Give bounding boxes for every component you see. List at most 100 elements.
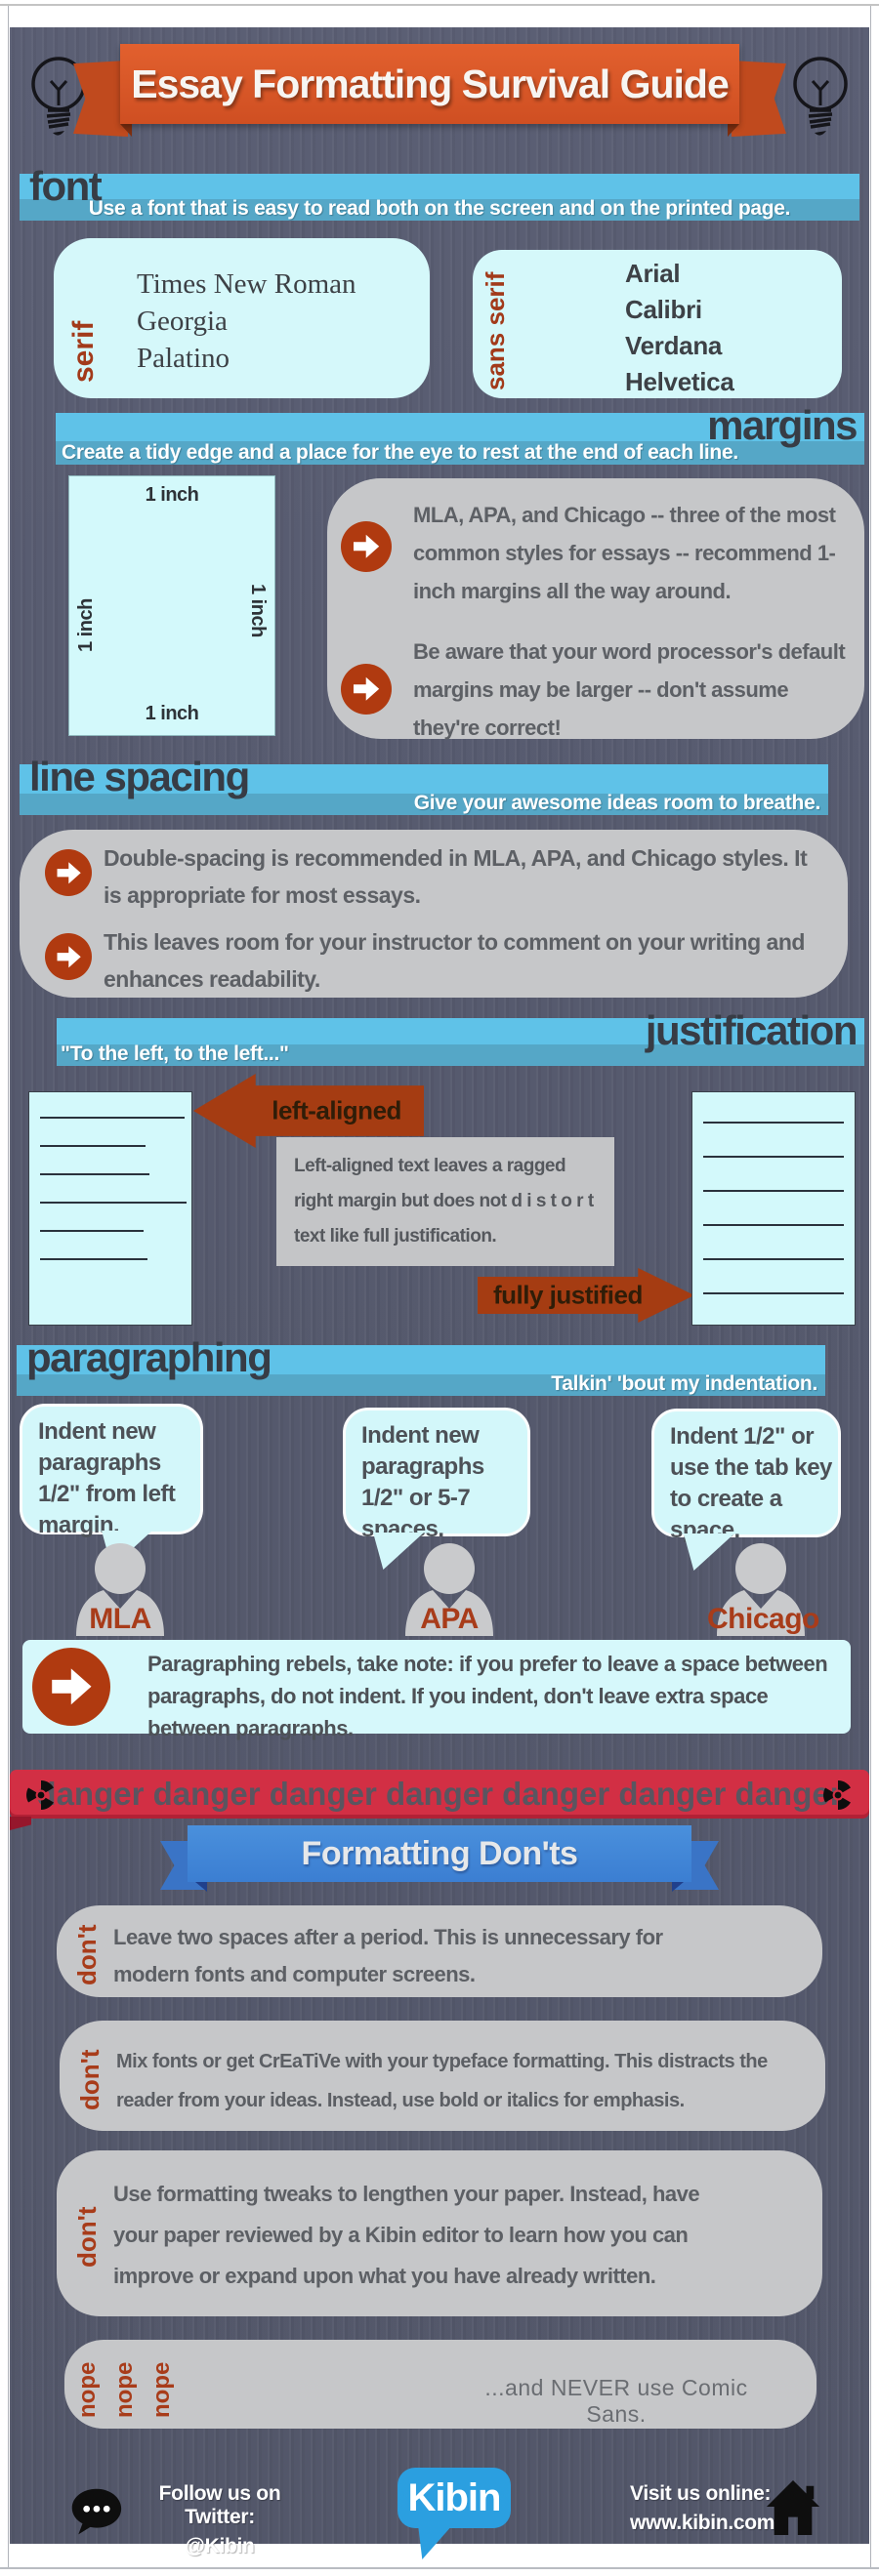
line-spacing-subtitle: Give your awesome ideas room to breathe.	[413, 792, 821, 814]
sans-font: Arial	[625, 259, 681, 288]
donts-heading: Formatting Don'ts	[301, 1834, 578, 1872]
dont-label: don't	[72, 1924, 102, 1986]
chat-bubble-icon	[68, 2485, 123, 2540]
chicago-tip: Indent 1/2" or use the tab key to create…	[670, 1423, 832, 1543]
sans-serif-font-list: Arial Calibri Verdana Helvetica	[625, 256, 734, 400]
serif-font: Times New Roman	[137, 268, 356, 300]
title-ribbon: Essay Formatting Survival Guide	[120, 44, 739, 124]
fully-justified-page-mock	[691, 1091, 856, 1326]
speech-bubble-chicago: Indent 1/2" or use the tab key to create…	[651, 1409, 841, 1543]
twitter-handle[interactable]: @Kibin	[185, 2535, 255, 2557]
sans-font: Calibri	[625, 295, 702, 324]
nope-label: nope	[111, 2361, 138, 2418]
nope-label: nope	[148, 2361, 175, 2418]
donts-ribbon-shadow	[195, 1882, 207, 1892]
style-label-mla: MLA	[89, 1603, 151, 1635]
paragraphing-note-box: Paragraphing rebels, take note: if you p…	[22, 1640, 851, 1740]
dont-item-bubble: don't Leave two spaces after a period. T…	[57, 1905, 822, 1997]
person-icon	[707, 1542, 815, 1636]
visit-label: Visit us online:	[630, 2482, 772, 2505]
house-icon	[765, 2477, 821, 2538]
serif-fonts-box: serif Times New Roman Georgia Palatino	[54, 238, 430, 398]
line-spacing-tip: This leaves room for your instructor to …	[104, 929, 805, 992]
line-spacing-section-header: line spacing Give your awesome ideas roo…	[20, 756, 828, 815]
danger-text: danger danger danger danger danger dange…	[36, 1776, 843, 1812]
margin-top-label: 1 inch	[145, 484, 199, 506]
line-spacing-heading: line spacing	[29, 754, 250, 799]
frame-bottom-line	[0, 2567, 879, 2569]
line-spacing-bubble: Double-spacing is recommended in MLA, AP…	[20, 830, 848, 998]
justification-note: Left-aligned text leaves a ragged right …	[294, 1156, 594, 1247]
dont-text: Use formatting tweaks to lengthen your p…	[113, 2182, 700, 2288]
frame-left-line	[8, 6, 9, 2567]
sans-serif-label: sans serif	[481, 271, 510, 390]
margin-left-label: 1 inch	[75, 598, 97, 652]
margins-heading: margins	[707, 402, 858, 448]
arrow-circle-icon	[45, 933, 92, 980]
margins-tip: MLA, APA, and Chicago -- three of the mo…	[413, 503, 836, 603]
danger-banner: danger danger danger danger danger dange…	[10, 1770, 869, 1819]
kibin-logo-text: Kibin	[407, 2475, 502, 2519]
apa-tip: Indent new paragraphs 1/2" or 5-7 spaces…	[361, 1422, 484, 1542]
lightbulb-icon	[788, 55, 853, 143]
fully-justified-arrow-label: fully justified	[493, 1280, 643, 1310]
paragraphing-section-header: paragraphing Talkin' 'bout my indentatio…	[17, 1337, 825, 1396]
margins-subtitle: Create a tidy edge and a place for the e…	[62, 441, 738, 464]
speech-bubble-mla: Indent new paragraphs 1/2" from left mar…	[20, 1404, 203, 1538]
paragraphing-subtitle: Talkin' 'bout my indentation.	[551, 1372, 817, 1395]
paragraphing-note: Paragraphing rebels, take note: if you p…	[147, 1652, 828, 1740]
left-aligned-arrow-label: left-aligned	[272, 1095, 401, 1125]
justification-subtitle: "To the left, to the left..."	[61, 1043, 289, 1065]
nope-bubble: nope nope nope ...and NEVER use Comic Sa…	[64, 2340, 816, 2429]
dont-item-bubble: don't Use formatting tweaks to lengthen …	[57, 2150, 822, 2316]
nope-label: nope	[74, 2361, 101, 2418]
font-section-header: font Use a font that is easy to read bot…	[20, 166, 859, 221]
margin-bottom-label: 1 inch	[145, 703, 199, 724]
style-label-apa: APA	[420, 1603, 479, 1635]
arrow-circle-icon	[341, 664, 392, 715]
font-heading: font	[29, 163, 103, 209]
person-icon	[396, 1542, 503, 1636]
arrow-circle-icon	[45, 849, 92, 896]
justification-note-box: Left-aligned text leaves a ragged right …	[276, 1137, 614, 1266]
frame-top-line	[0, 4, 879, 6]
margin-diagram: 1 inch 1 inch 1 inch 1 inch	[68, 475, 275, 736]
justification-section-header: justification "To the left, to the left.…	[57, 1010, 864, 1066]
dont-item-bubble: don't Mix fonts or get CrEaTiVe with you…	[60, 2021, 825, 2131]
visit-block: Visit us online: www.kibin.com	[630, 2482, 776, 2535]
twitter-label: Follow us on Twitter:	[158, 2482, 281, 2528]
serif-label: serif	[67, 320, 100, 383]
arrow-circle-icon	[341, 521, 392, 572]
left-aligned-page-mock	[28, 1091, 192, 1326]
margins-section-header: margins Create a tidy edge and a place f…	[56, 405, 864, 465]
dont-label: don't	[75, 2049, 105, 2111]
mla-tip: Indent new paragraphs 1/2" from left mar…	[38, 1418, 176, 1538]
visit-url[interactable]: www.kibin.com	[630, 2512, 775, 2534]
arrow-circle-icon	[32, 1648, 110, 1726]
margins-tips-bubble: MLA, APA, and Chicago -- three of the mo…	[327, 478, 864, 740]
person-icon	[66, 1542, 174, 1636]
donts-ribbon-shadow	[672, 1882, 684, 1892]
sans-font: Verdana	[625, 331, 723, 360]
donts-ribbon: Formatting Don'ts	[188, 1825, 691, 1882]
dont-text: Leave two spaces after a period. This is…	[113, 1925, 663, 1986]
radiation-icon	[821, 1779, 855, 1812]
serif-font: Palatino	[137, 343, 230, 374]
style-label-chicago: Chicago	[707, 1603, 819, 1635]
dont-label: don't	[72, 2206, 102, 2269]
kibin-logo[interactable]: Kibin	[398, 2468, 511, 2528]
line-spacing-tip: Double-spacing is recommended in MLA, AP…	[104, 845, 808, 908]
radiation-icon	[24, 1779, 58, 1812]
paragraphing-heading: paragraphing	[26, 1334, 272, 1380]
twitter-block: Follow us on Twitter: @Kibin	[127, 2482, 313, 2558]
sans-serif-fonts-box: sans serif Arial Calibri Verdana Helveti…	[473, 250, 842, 398]
font-subtitle: Use a font that is easy to read both on …	[88, 197, 791, 220]
serif-font: Georgia	[137, 306, 228, 337]
serif-font-list: Times New Roman Georgia Palatino	[137, 266, 356, 377]
margin-right-label: 1 inch	[247, 584, 269, 637]
margins-tip: Be aware that your word processor's defa…	[413, 639, 846, 740]
speech-bubble-apa: Indent new paragraphs 1/2" or 5-7 spaces…	[343, 1408, 530, 1542]
comic-sans-note: ...and NEVER use Comic Sans.	[484, 2375, 748, 2427]
justification-heading: justification	[645, 1007, 858, 1053]
